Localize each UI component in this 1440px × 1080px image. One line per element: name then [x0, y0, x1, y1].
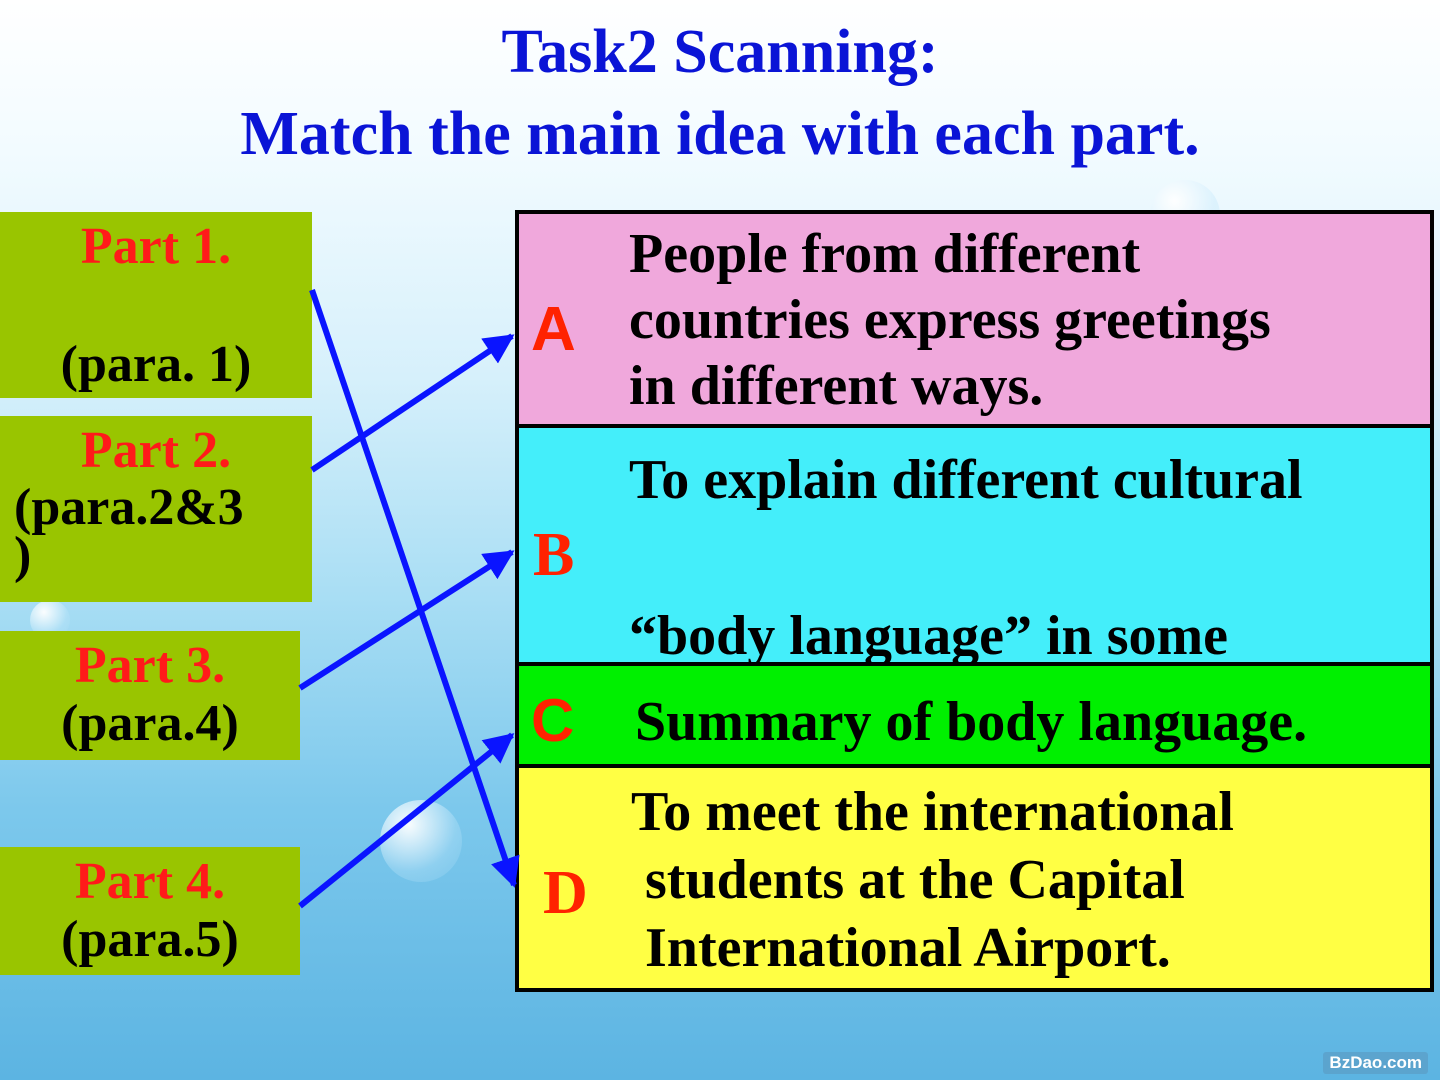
- part-4-box: Part 4. (para.5): [0, 847, 300, 975]
- idea-a-box: A People from different countries expres…: [515, 210, 1434, 428]
- idea-d-box: D To meet the international students at …: [515, 764, 1434, 992]
- idea-b-line-2: “body language” in some: [629, 605, 1228, 667]
- part-1-para: (para. 1): [60, 336, 252, 393]
- idea-a-line-1: People from different: [629, 223, 1141, 285]
- watermark: BzDao.com: [1323, 1052, 1428, 1074]
- part-4-label: Part 4.: [74, 853, 226, 910]
- part-3-label: Part 3.: [74, 637, 226, 694]
- part-1-box: Part 1. (para. 1): [0, 212, 312, 398]
- part-1-label: Part 1.: [80, 218, 232, 275]
- idea-b-letter: B: [533, 521, 575, 589]
- idea-c-letter: C: [531, 687, 575, 754]
- idea-c-text: Summary of body language.: [635, 691, 1308, 753]
- idea-d-line-3: International Airport.: [645, 917, 1171, 979]
- part-4-para: (para.5): [61, 911, 239, 968]
- idea-c-box: C Summary of body language.: [515, 662, 1434, 768]
- idea-b-box: B To explain different cultural “body la…: [515, 424, 1434, 668]
- part-3-para: (para.4): [61, 695, 239, 752]
- part-2-label: Part 2.: [80, 422, 232, 479]
- part-3-box: Part 3. (para.4): [0, 631, 300, 760]
- part-2-box: Part 2. (para.2&3 ): [0, 416, 312, 602]
- idea-d-letter: D: [543, 859, 588, 927]
- page-title: Task2 Scanning:: [501, 18, 939, 86]
- idea-d-line-1: To meet the international: [631, 781, 1234, 843]
- part-2-para-line2: ): [14, 527, 32, 584]
- decorative-bubble: [380, 800, 462, 882]
- idea-b-line-1: To explain different cultural: [629, 449, 1303, 511]
- page-subtitle: Match the main idea with each part.: [240, 100, 1200, 168]
- part-2-para-line1: (para.2&3: [14, 479, 244, 536]
- idea-a-letter: A: [531, 295, 576, 364]
- idea-d-line-2: students at the Capital: [645, 849, 1185, 911]
- idea-a-line-3: in different ways.: [629, 355, 1044, 417]
- idea-a-line-2: countries express greetings: [629, 289, 1271, 351]
